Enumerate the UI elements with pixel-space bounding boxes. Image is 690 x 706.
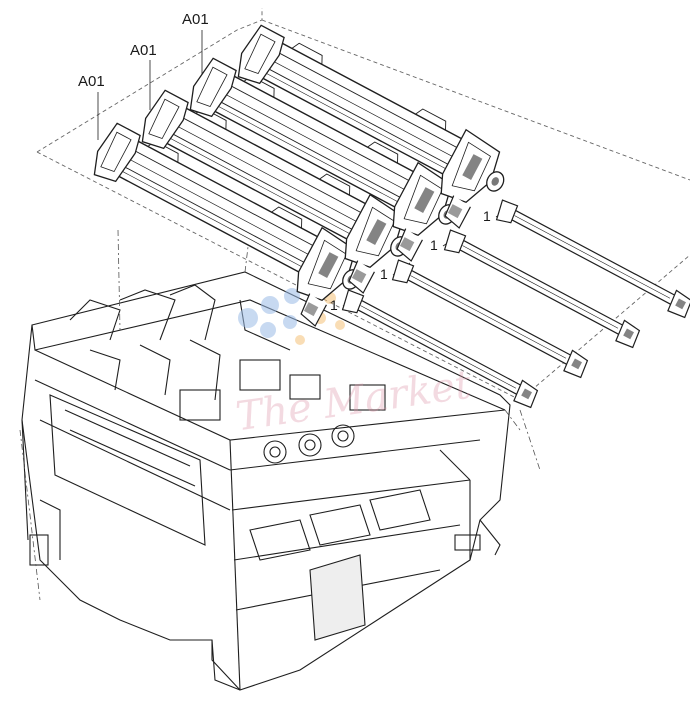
exploded-view-boundary [36,8,690,401]
callout-label: A01 [130,42,157,59]
callout-label: 1 [380,266,388,282]
roller-part [440,227,643,350]
callout-label: A01 [78,73,105,90]
dots-watermark [238,283,345,345]
chassis-hidden-lines [19,229,541,601]
callout-label: 1 [483,208,491,224]
callout-label: 1 [430,237,438,253]
printer-chassis [21,271,511,691]
roller-part [492,197,690,320]
callout-label: 1 [330,297,338,313]
callout-label: A01 [182,11,209,28]
